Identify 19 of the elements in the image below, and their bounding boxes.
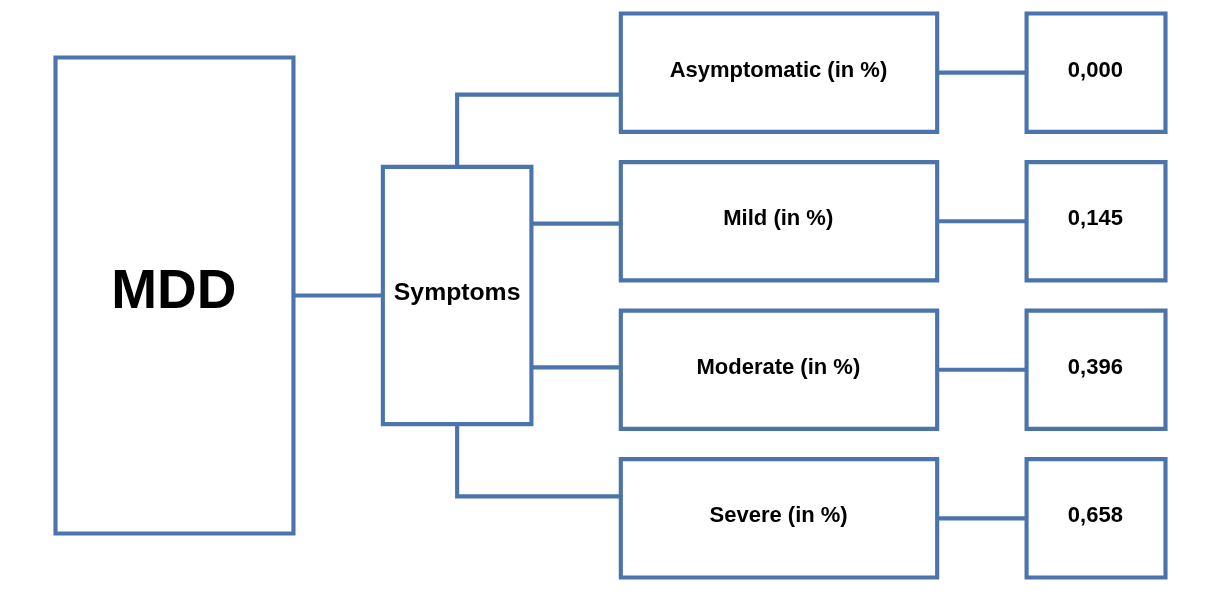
connector	[531, 221, 620, 226]
connector	[293, 293, 383, 298]
node-box: Moderate (in %)	[618, 308, 939, 431]
connector	[937, 219, 1026, 224]
node-box: 0,396	[1024, 308, 1168, 431]
node-box: 0,658	[1024, 457, 1168, 580]
node-box: 0,145	[1024, 160, 1168, 283]
node-box: Mild (in %)	[618, 160, 939, 283]
connector	[937, 516, 1026, 521]
connector	[454, 92, 620, 167]
connector	[937, 367, 1026, 372]
node-box: Symptoms	[380, 164, 533, 427]
connector	[531, 365, 620, 370]
node-box: Severe (in %)	[618, 457, 939, 580]
node-box: MDD	[52, 55, 296, 536]
connector	[937, 70, 1026, 75]
connector	[454, 424, 620, 499]
node-box: 0,000	[1024, 11, 1168, 134]
node-box: Asymptomatic (in %)	[618, 11, 939, 134]
